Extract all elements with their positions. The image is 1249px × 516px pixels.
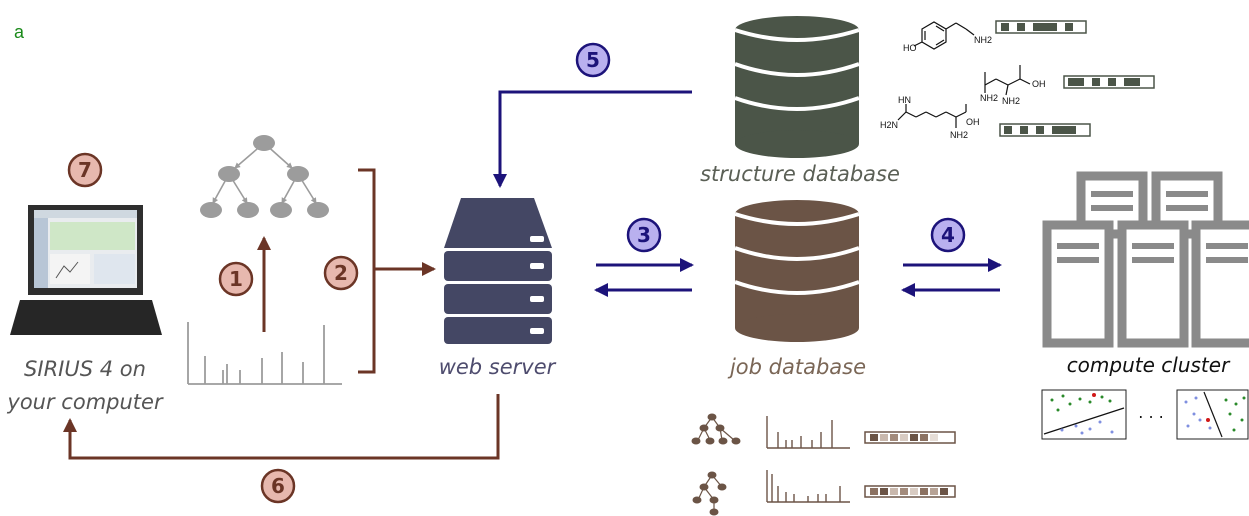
job-database-label: job database [727,355,866,379]
classifier-plot-left [1041,389,1127,440]
step-badge-1: 1 [218,261,254,297]
svg-text:4: 4 [941,223,955,247]
chem-nh2-c: NH2 [1002,96,1020,106]
job-fingerprint-bar-2 [864,485,956,498]
step-badge-5: 5 [575,42,611,78]
step6-arrow [63,394,500,460]
chem-oh-b: OH [966,117,980,127]
job-spectrum-icon-1 [766,416,850,449]
sirius-label-line1: SIRIUS 4 on [24,357,146,381]
compute-cluster-icon [1042,171,1249,348]
svg-text:3: 3 [637,223,651,247]
step-badge-7: 7 [67,152,103,188]
classifier-plot-right [1176,389,1249,440]
svg-text:1: 1 [229,267,243,291]
chem-h2n: H2N [880,120,898,130]
job-tree-icon-2 [692,471,727,516]
laptop-icon [10,205,162,335]
step-badge-6: 6 [260,468,296,504]
step5-arrow [493,90,692,188]
job-result-row-2 [692,470,956,516]
job-fingerprint-bar-1 [864,431,956,444]
svg-text:2: 2 [334,261,348,285]
svg-text:5: 5 [586,48,600,72]
fingerprint-bar-1 [995,20,1087,34]
step-badge-4: 4 [930,217,966,253]
chem-oh-a: OH [1032,79,1046,89]
molecule-asparagine-icon [984,65,1031,96]
job-result-row-1 [691,413,956,449]
structure-database-icon [734,16,860,158]
chem-nh2-d: NH2 [950,130,968,140]
web-server-icon [444,198,552,344]
job-spectrum-icon-2 [766,470,850,503]
chem-nh2-b: NH2 [980,93,998,103]
svg-text:7: 7 [78,158,92,182]
fingerprint-bar-2 [1063,75,1155,89]
fingerprint-bar-3 [999,123,1091,137]
molecule-arginine-icon [897,104,967,128]
svg-text:6: 6 [271,474,285,498]
molecule-tyramine-icon [913,21,975,50]
ms-spectrum-icon [187,322,342,385]
panel-label: a [14,22,25,42]
chem-nh2-a: NH2 [974,35,992,45]
web-server-label: web server [439,355,557,379]
sirius-label-line2: your computer [6,390,164,414]
chem-hn: HN [898,95,911,105]
compute-cluster-label: compute cluster [1067,353,1231,377]
fragmentation-tree-icon [200,135,329,218]
bracket-line [358,168,376,374]
structure-database-label: structure database [700,162,900,186]
job-tree-icon-1 [691,413,741,445]
cluster-ellipsis: . . . [1138,403,1163,422]
job-database-icon [734,200,860,342]
step-badge-2: 2 [323,255,359,291]
chem-ho: HO [903,43,917,53]
step-badge-3: 3 [626,217,662,253]
